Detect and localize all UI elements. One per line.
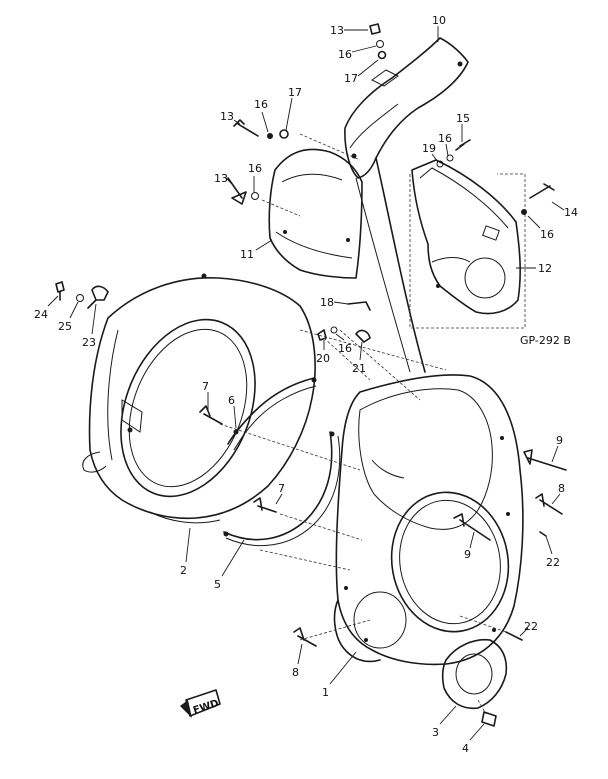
- bolt-8a: [535, 493, 563, 515]
- cap-21: [355, 329, 371, 343]
- callout-13: 13: [220, 110, 234, 123]
- callout-9: 9: [464, 548, 471, 561]
- part-1-main-cover: [333, 374, 524, 666]
- bolt-9a: [523, 449, 567, 471]
- bolt-4: [481, 711, 497, 727]
- pin-22b: [505, 631, 523, 641]
- washer-19: [436, 160, 444, 168]
- callout-22: 22: [524, 620, 538, 633]
- callout-16: 16: [338, 48, 352, 61]
- leader-lines: [47, 26, 565, 741]
- callout-16: 16: [540, 228, 554, 241]
- part-5-arc-strip: [223, 431, 341, 547]
- fasteners: [55, 23, 567, 727]
- washer-16a: [376, 40, 384, 48]
- callout-8: 8: [558, 482, 565, 495]
- callout-9: 9: [556, 434, 563, 447]
- washer-16f: [330, 326, 338, 334]
- callout-17: 17: [288, 86, 302, 99]
- bolt-14: [529, 183, 555, 199]
- callout-3: 3: [432, 726, 439, 739]
- screw-13b: [233, 119, 259, 137]
- callout-8: 8: [292, 666, 299, 679]
- clip-18: [347, 301, 371, 311]
- callout-18: 18: [320, 296, 334, 309]
- washer-25: [76, 294, 84, 302]
- part-11-side-cover: [268, 148, 363, 279]
- callout-10: 10: [432, 14, 446, 27]
- callout-16: 16: [338, 342, 352, 355]
- callout-labels: 13 16 17 10 13 16 17 13 16 11 15 16 19 1…: [34, 14, 578, 755]
- clip-23: [87, 285, 109, 309]
- fwd-mark: FWD: [180, 689, 221, 718]
- washer-16b: [267, 133, 273, 139]
- callout-15: 15: [456, 112, 470, 125]
- callout-21: 21: [352, 362, 366, 375]
- callout-1: 1: [322, 686, 329, 699]
- callout-24: 24: [34, 308, 48, 321]
- bolt-7a: [199, 405, 223, 425]
- callout-17: 17: [344, 72, 358, 85]
- washer-17a: [377, 50, 387, 60]
- bolt-8b: [293, 627, 317, 647]
- callout-25: 25: [58, 320, 72, 333]
- pin-22a: [539, 531, 547, 537]
- callout-2: 2: [180, 564, 187, 577]
- callout-6: 6: [228, 394, 235, 407]
- callout-11: 11: [240, 248, 254, 261]
- callout-13: 13: [214, 172, 228, 185]
- washer-16c: [251, 192, 259, 200]
- part-6-arc-strip: [227, 377, 317, 451]
- callout-4: 4: [462, 742, 469, 755]
- callout-14: 14: [564, 206, 578, 219]
- washer-16e: [521, 209, 527, 215]
- screw-20: [317, 329, 327, 341]
- part-12-inner-plate: [411, 159, 521, 315]
- assembly-lines: [219, 133, 507, 715]
- callout-16: 16: [248, 162, 262, 175]
- callout-16: 16: [438, 132, 452, 145]
- callout-7: 7: [202, 380, 209, 393]
- callout-23: 23: [82, 336, 96, 349]
- screw-13c: [227, 177, 247, 205]
- callout-16: 16: [254, 98, 268, 111]
- washer-17b: [279, 129, 289, 139]
- reference-code: GP-292 B: [520, 334, 571, 347]
- screw-15: [455, 139, 471, 151]
- callout-22: 22: [546, 556, 560, 569]
- callout-5: 5: [214, 578, 221, 591]
- part-3-gasket: [441, 638, 508, 710]
- callout-19: 19: [422, 142, 436, 155]
- callout-12: 12: [538, 262, 552, 275]
- callout-20: 20: [316, 352, 330, 365]
- part-10-upper-shroud: [344, 37, 469, 373]
- bolt-9b: [453, 513, 491, 541]
- part-2-left-cover: [82, 273, 316, 524]
- callout-7: 7: [278, 482, 285, 495]
- bolt-7b: [253, 497, 277, 513]
- screw-13a: [369, 23, 381, 35]
- screw-24: [55, 281, 65, 301]
- washer-16d: [446, 154, 454, 162]
- callout-13: 13: [330, 24, 344, 37]
